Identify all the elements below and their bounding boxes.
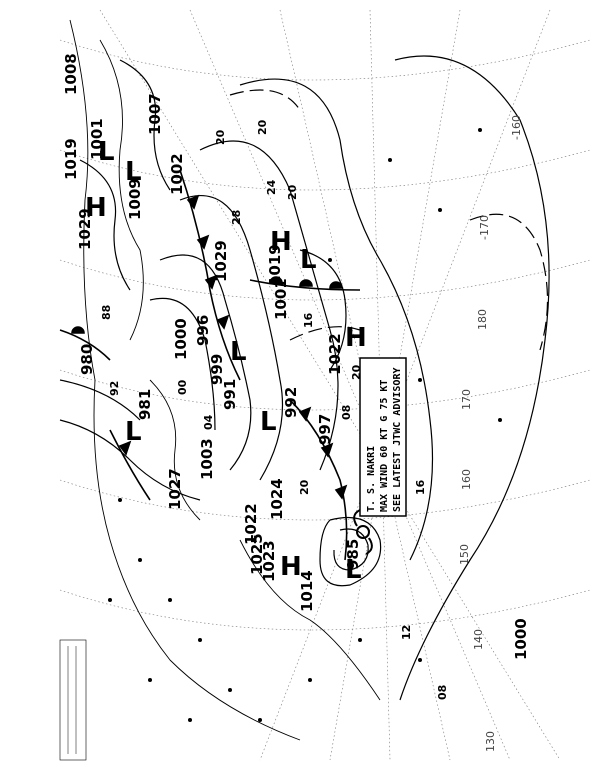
pressure-centers: L L L L L L L H H H H [85, 137, 367, 585]
contour-label: 24 [265, 179, 278, 195]
storm-advisory-ref: SEE LATEST JTWC ADVISORY [392, 368, 403, 513]
pressure-label: 1024 [268, 478, 286, 520]
pressure-label: 1019 [266, 244, 284, 286]
cold-front-triangle [118, 440, 132, 456]
pressure-label: 1001 [272, 278, 290, 320]
cold-front-triangle [298, 406, 312, 422]
contour-value-labels: 20 20 24 28 20 16 20 16 12 08 04 00 92 8… [100, 119, 449, 700]
contour-label: 12 [400, 625, 413, 640]
contour-label: 08 [340, 405, 353, 420]
cold-front-triangle [196, 234, 210, 250]
storm-name: T. S. NAKRI [366, 446, 377, 512]
pressure-label: 997 [316, 414, 334, 445]
longitude-label: 150 [458, 544, 471, 565]
storm-advisory-box: T. S. NAKRI MAX WIND 60 KT G 75 KT SEE L… [359, 357, 407, 517]
contour-label: 20 [256, 119, 269, 135]
contour-label: 08 [436, 685, 449, 700]
low-center-letter: L [125, 417, 142, 447]
high-center-letter: H [280, 552, 302, 582]
contour-label: 04 [202, 414, 215, 430]
pressure-label: 1019 [62, 138, 80, 180]
warm-front-semicircle [269, 276, 283, 284]
longitude-label: -170 [478, 215, 491, 240]
contour-label: 92 [108, 381, 121, 396]
low-center-letter: L [125, 157, 142, 187]
high-center-letter: H [270, 227, 292, 257]
warm-front-semicircle [329, 281, 343, 289]
longitude-labels: -160 -170 180 170 160 150 140 130 [458, 115, 523, 752]
pressure-label: 1000 [512, 618, 530, 660]
pressure-label: 980 [78, 344, 96, 375]
contour-label: 00 [176, 379, 189, 395]
longitude-label: 130 [484, 731, 497, 752]
pressure-label: 1000 [172, 318, 190, 360]
contour-label: 16 [302, 312, 315, 328]
pressure-label: 992 [282, 387, 300, 418]
pressure-label: 1003 [198, 438, 216, 480]
pressure-label: 1025 [248, 533, 266, 575]
pressure-label: 1002 [168, 153, 186, 195]
station-plots [108, 128, 502, 722]
cold-front-triangle [320, 442, 334, 458]
longitude-label: 140 [472, 629, 485, 650]
chart-legend-strip [59, 639, 87, 761]
longitude-label: 160 [460, 469, 473, 490]
warm-front-semicircle [71, 326, 85, 334]
contour-label: 88 [100, 305, 113, 320]
pressure-label: 1022 [326, 333, 344, 375]
contour-label: 16 [414, 479, 427, 495]
pressure-label: 1009 [126, 178, 144, 220]
low-center-letter: L [230, 337, 247, 367]
low-center-letter: L [260, 407, 277, 437]
high-center-letter: H [85, 193, 107, 223]
cold-front-triangle [216, 314, 230, 330]
contour-label: 20 [286, 184, 299, 200]
contour-label: 20 [298, 479, 311, 495]
pressure-label: 1014 [298, 570, 316, 612]
cold-front-triangle [186, 194, 200, 210]
cold-front-triangle [334, 484, 348, 500]
low-center-letter: L [98, 137, 115, 167]
low-center-letter: L [345, 555, 362, 585]
cold-front-triangle [204, 274, 218, 290]
pressure-label: 1008 [62, 53, 80, 95]
high-center-letter: H [345, 323, 367, 353]
coastline [69, 19, 381, 741]
pressure-label: 1001 [88, 118, 106, 160]
pressure-label: 1029 [76, 208, 94, 250]
longitude-label: 180 [476, 309, 489, 330]
pressure-label: 1022 [242, 503, 260, 545]
pressure-label: 991 [221, 379, 239, 410]
isobars [59, 55, 550, 701]
storm-max-wind: MAX WIND 60 KT G 75 KT [379, 380, 390, 512]
contour-label: 20 [214, 129, 227, 145]
longitude-label: 170 [460, 389, 473, 410]
pressure-label: 1027 [166, 468, 184, 510]
low-center-letter: L [300, 245, 317, 275]
pressure-label: 1023 [260, 540, 278, 582]
pressure-labels: 1008 1001 1019 1007 1002 1029 1009 1029 … [62, 53, 530, 660]
contour-label: 28 [230, 210, 243, 225]
pressure-label: 1029 [212, 240, 230, 282]
tropical-storm-symbol [353, 509, 373, 555]
pressure-label: 981 [136, 389, 154, 420]
pressure-label: 999 [208, 354, 226, 385]
trough-lines [229, 89, 549, 351]
warm-front-semicircle [299, 279, 313, 287]
longitude-label: -160 [510, 115, 523, 140]
pressure-label: 996 [194, 315, 212, 346]
fronts [59, 169, 361, 561]
pressure-label: 1007 [146, 93, 164, 135]
pressure-label: 985 [344, 539, 362, 570]
